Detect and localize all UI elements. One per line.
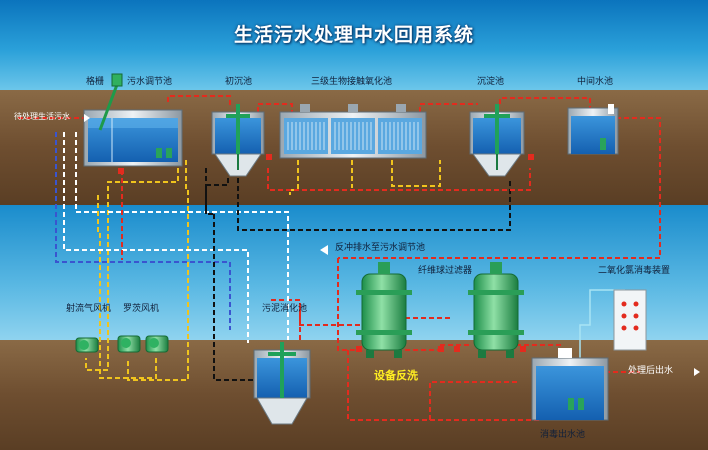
grille-screen	[98, 73, 123, 131]
label-jet-aerator: 射流气风机	[66, 304, 112, 314]
label-sludge-tank: 污泥消化池	[262, 304, 308, 314]
label-fiber-filter: 纤维球过滤器	[418, 266, 473, 276]
label-bio-contact: 三级生物接触氧化池	[311, 77, 393, 87]
label-outlet: 处理后出水	[628, 366, 674, 376]
regulating-tank	[83, 109, 183, 167]
fiber-filter-2	[468, 262, 524, 358]
label-primary-settling: 初沉池	[225, 77, 253, 87]
roots-blower-unit-2	[145, 335, 169, 353]
label-backwash: 设备反洗	[374, 369, 418, 382]
label-roots-blower: 罗茨风机	[123, 304, 160, 314]
label-chlorine-dioxide: 二氧化氯消毒装置	[598, 266, 671, 276]
backwash-arrow	[320, 245, 328, 255]
flow-arrows	[84, 114, 700, 376]
bio-contact-oxidation-tank	[279, 104, 427, 159]
chlorine-dioxide-unit	[613, 289, 647, 351]
diagram-title: 生活污水处理中水回用系统	[233, 24, 474, 46]
label-settling: 沉淀池	[477, 77, 505, 87]
jet-aerator-unit	[75, 337, 99, 353]
inlet-arrow	[84, 114, 90, 122]
label-grille: 格栅	[86, 77, 105, 87]
sludge-digestion-tank	[253, 342, 311, 425]
primary-settling-tank	[211, 104, 265, 177]
settling-tank	[469, 104, 525, 177]
label-disinfection-tank: 消毒出水池	[540, 430, 586, 440]
roots-blower-unit-1	[117, 335, 141, 353]
disinfection-outlet-tank	[531, 348, 609, 421]
valves	[118, 154, 534, 352]
intermediate-tank	[567, 104, 619, 155]
submersible-pumps	[156, 148, 172, 158]
label-backwash-return: 反冲排水至污水调节池	[335, 243, 426, 253]
label-intermediate-tank: 中间水池	[577, 77, 614, 87]
outlet-arrow	[694, 368, 700, 376]
label-regulating-tank: 污水调节池	[127, 77, 173, 87]
fiber-filter-1	[356, 262, 412, 358]
label-inlet: 待处理生活污水	[14, 112, 70, 121]
